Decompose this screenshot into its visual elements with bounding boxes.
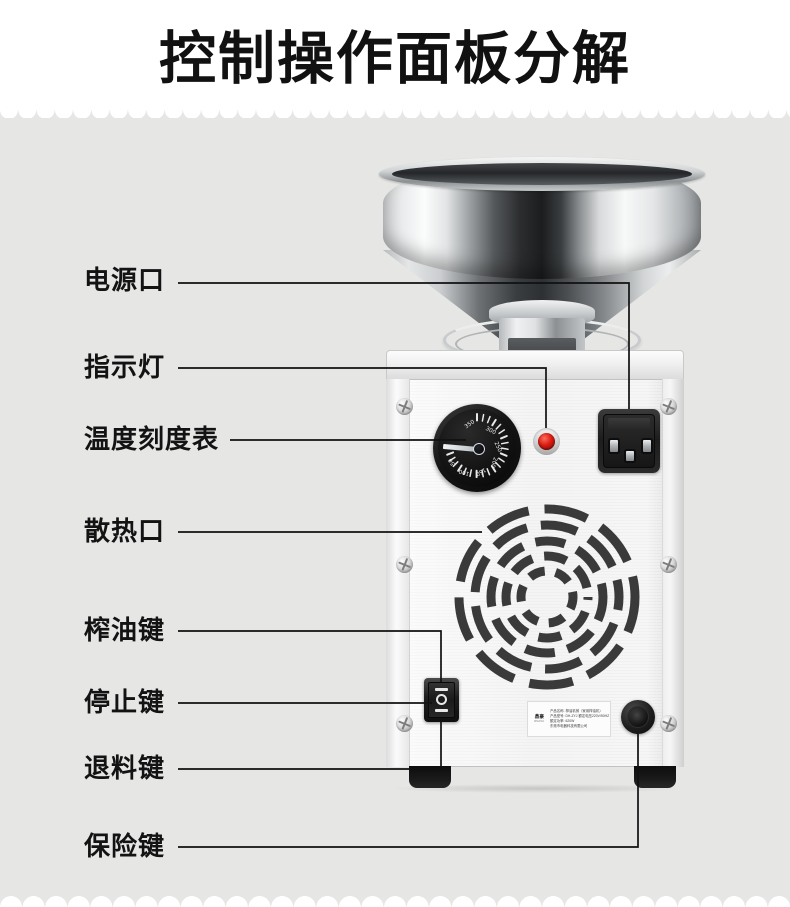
callout-label-power-port: 电源口 [84, 266, 166, 296]
svg-text:250: 250 [492, 441, 502, 454]
callout-label-reverse-button: 退料键 [84, 754, 166, 784]
screw-top-right-icon [660, 398, 677, 415]
spec-plate-brand-sub: DINGHAO [533, 720, 545, 723]
screw-mid-left-icon [396, 556, 413, 573]
header-banner: 控制操作面板分解 [0, 0, 790, 118]
power-socket-keyway [608, 418, 650, 431]
svg-text:350: 350 [464, 419, 477, 430]
machine-body-right-panel [662, 379, 684, 767]
spec-line: 东莞市电器科技有限公司 [550, 723, 588, 728]
spec-line: 产品型号: DH-ZYJ 额定电压220V/50HZ [550, 713, 610, 718]
hopper-rim-inner [392, 163, 692, 185]
spec-plate-brand: 鼎豪 [534, 713, 544, 720]
scallop-divider-top [0, 110, 790, 128]
spec-plate-lines: 产品名称: 榨油机械（家用榨油机） 产品型号: DH-ZYJ 额定电压220V/… [550, 705, 609, 733]
heat-vent-slots-icon [454, 504, 640, 690]
svg-text:300: 300 [484, 426, 497, 437]
stop-button-mark-icon[interactable] [436, 694, 447, 705]
callout-label-indicator-lamp: 指示灯 [84, 353, 166, 383]
power-socket-pin-ground [626, 451, 634, 461]
screw-bottom-right-icon [660, 715, 677, 732]
screw-bottom-left-icon [396, 715, 413, 732]
svg-text:100: 100 [458, 467, 470, 476]
callout-label-oil-press-button: 榨油键 [84, 616, 166, 646]
fuse-button-core [632, 711, 644, 723]
indicator-lamp-icon [538, 433, 555, 450]
svg-text:200: 200 [489, 456, 498, 468]
spec-line: 额定功率: 620W [550, 718, 575, 723]
callout-label-temperature-gauge: 温度刻度表 [84, 425, 220, 455]
screw-top-left-icon [396, 398, 413, 415]
machine-ground-shadow [392, 784, 682, 793]
machine-body-left-panel [386, 379, 410, 767]
machine-body-top-lip [386, 350, 684, 380]
svg-text:50: 50 [447, 457, 456, 467]
screw-mid-right-icon [660, 556, 677, 573]
machine-foot-right [634, 766, 676, 788]
callout-label-heat-vent: 散热口 [84, 517, 166, 547]
scallop-divider-bottom [0, 882, 790, 907]
oil-press-button-mark-icon[interactable] [435, 688, 448, 691]
callout-label-stop-button: 停止键 [84, 688, 166, 718]
spec-plate-brand-block: 鼎豪 DINGHAO [531, 705, 547, 733]
svg-text:150: 150 [474, 466, 487, 477]
page-title: 控制操作面板分解 [159, 25, 631, 92]
power-socket-pin-left [610, 440, 618, 452]
power-socket-pin-right [643, 440, 651, 452]
heat-vent-grille [452, 502, 642, 692]
spec-plate: 鼎豪 DINGHAO 产品名称: 榨油机械（家用榨油机） 产品型号: DH-ZY… [527, 701, 611, 737]
temperature-gauge-hub [473, 443, 485, 455]
callout-label-fuse-button: 保险键 [84, 832, 166, 862]
reverse-button-mark-icon[interactable] [435, 709, 448, 712]
spec-line: 产品名称: 榨油机械（家用榨油机） [550, 708, 603, 713]
